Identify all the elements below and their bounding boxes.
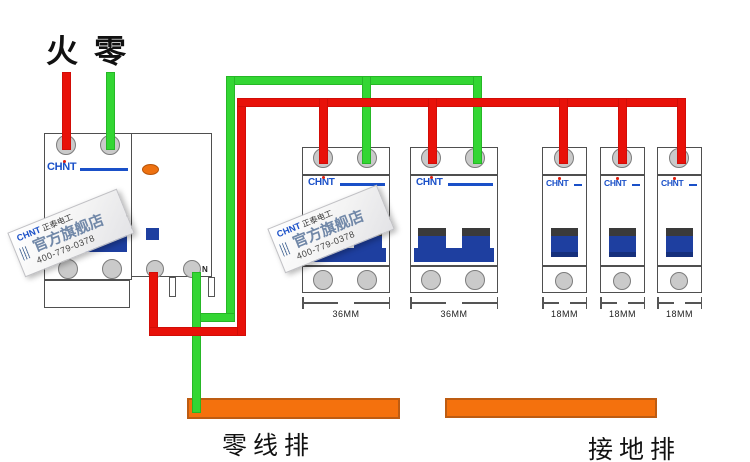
neutral-wire-label: 零: [94, 32, 127, 70]
brand-logo-red-dot-icon: [558, 177, 561, 180]
live-bus-wire: [237, 98, 686, 107]
breaker-toggle-lip: [551, 252, 578, 257]
breaker-toggle-cap: [609, 228, 636, 236]
breaker-terminal-bottom: [313, 270, 333, 290]
main-breaker-rcd-module: [131, 133, 212, 277]
breaker-brand-logo: CHNT: [416, 177, 443, 188]
neutral-drop-wire-2p1: [362, 76, 371, 164]
branch-breaker-1pole-1: [542, 147, 587, 293]
breaker-toggle-cap: [418, 228, 446, 236]
dimension-line: 36MM: [302, 297, 390, 321]
breaker-panel-line: [657, 265, 702, 267]
neutral-to-busbar-wire: [192, 272, 201, 413]
breaker-terminal-bottom: [670, 272, 688, 290]
brand-logo-underline: [448, 183, 493, 186]
breaker-panel-line: [302, 265, 390, 267]
brand-logo-underline: [689, 184, 697, 186]
live-riser-wire: [237, 98, 246, 336]
dimension-line: 18MM: [600, 297, 645, 321]
dimension-line: 18MM: [657, 297, 702, 321]
rcd-indicator-window: [142, 164, 159, 175]
live-output-horizontal-wire: [149, 327, 246, 336]
brand-logo-red-dot-icon: [63, 160, 66, 163]
neutral-branch-wire: [192, 313, 235, 322]
live-input-wire: [62, 72, 71, 150]
live-drop-wire-2p1: [319, 98, 328, 164]
main-breaker-brand-logo: CHNT: [47, 161, 77, 173]
breaker-terminal-bottom: [465, 270, 485, 290]
main-breaker-din-clip: [44, 280, 130, 308]
brand-logo-red-dot-icon: [673, 177, 676, 180]
neutral-busbar: [187, 398, 400, 419]
main-breaker-terminal-bottom-right: [102, 259, 122, 279]
brand-logo-red-dot-icon: [616, 177, 619, 180]
breaker-panel-line: [600, 265, 645, 267]
live-drop-wire-1p3: [677, 98, 686, 164]
breaker-terminal-bottom: [613, 272, 631, 290]
breaker-toggle-lip: [666, 252, 693, 257]
breaker-toggle-cap: [462, 228, 490, 236]
live-drop-wire-1p1: [559, 98, 568, 164]
brand-logo-underline: [632, 184, 640, 186]
breaker-toggle-body: [666, 236, 693, 254]
neutral-busbar-label: 零线排: [222, 431, 316, 460]
breaker-toggle-cap: [551, 228, 578, 236]
breaker-panel-line: [410, 174, 498, 176]
branch-breaker-1pole-2: [600, 147, 645, 293]
breaker-panel-line: [657, 174, 702, 176]
brand-logo-underline: [340, 183, 385, 186]
breaker-panel-line: [410, 265, 498, 267]
breaker-terminal-bottom: [421, 270, 441, 290]
breaker-terminal-bottom: [357, 270, 377, 290]
brand-logo-underline: [80, 168, 128, 171]
breaker-brand-logo: CHNT: [546, 178, 569, 188]
breaker-toggle-prong: [462, 236, 490, 248]
breaker-toggle-body: [551, 236, 578, 254]
branch-breaker-2pole-2: [410, 147, 498, 293]
breaker-toggle-lip: [609, 252, 636, 257]
live-drop-wire-1p2: [618, 98, 627, 164]
neutral-input-wire: [106, 72, 115, 150]
breaker-toggle-cap: [666, 228, 693, 236]
breaker-brand-logo: CHNT: [308, 177, 335, 188]
neutral-terminal-marking: N: [202, 265, 208, 274]
neutral-drop-wire-2p2: [473, 76, 482, 164]
ground-busbar: [445, 398, 657, 418]
rcd-test-button: [146, 228, 159, 240]
breaker-toggle-body: [609, 236, 636, 254]
breaker-panel-line: [600, 174, 645, 176]
breaker-brand-logo: CHNT: [661, 178, 684, 188]
width-dimension-label: 36MM: [440, 309, 468, 319]
breaker-panel-line: [542, 174, 587, 176]
brand-logo-red-dot-icon: [322, 176, 325, 179]
dimension-line: 18MM: [542, 297, 587, 321]
width-dimension-label: 36MM: [332, 309, 360, 319]
watermark-barcode-icon: [279, 241, 291, 257]
breaker-brand-logo: CHNT: [604, 178, 627, 188]
dimension-line: 36MM: [410, 297, 498, 321]
live-wire-label: 火: [46, 32, 79, 70]
live-drop-wire-2p2: [428, 98, 437, 164]
width-dimension-label: 18MM: [608, 309, 636, 319]
main-breaker-foot-notch: [169, 277, 176, 297]
breaker-panel-line: [302, 174, 390, 176]
brand-logo-underline: [574, 184, 582, 186]
width-dimension-label: 18MM: [665, 309, 693, 319]
neutral-riser-wire: [226, 76, 235, 322]
width-dimension-label: 18MM: [550, 309, 578, 319]
neutral-bus-wire: [226, 76, 482, 85]
watermark-barcode-icon: [19, 245, 31, 261]
breaker-toggle-prong: [418, 236, 446, 248]
ground-busbar-label: 接地排: [588, 435, 682, 462]
live-output-down-wire: [149, 272, 158, 336]
breaker-terminal-bottom: [555, 272, 573, 290]
breaker-panel-line: [542, 265, 587, 267]
breaker-toggle-base: [414, 248, 494, 262]
main-breaker-foot-notch: [208, 277, 215, 297]
brand-logo-red-dot-icon: [430, 176, 433, 179]
